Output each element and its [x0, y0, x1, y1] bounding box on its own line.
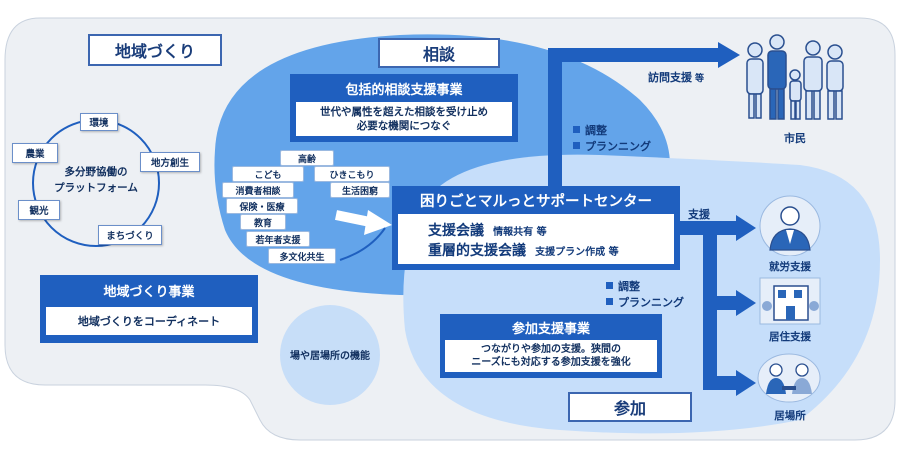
curve-arrow [339, 227, 386, 261]
tag-elderly: 高齢 [280, 150, 334, 166]
destination-housing: 居住支援 [769, 331, 811, 343]
tag-multicultural: 多文化共生 [268, 248, 336, 264]
arrowhead-visit [718, 42, 740, 68]
consult-project-desc: 世代や属性を超えた相談を受け止め 必要な機関につなぐ [296, 102, 512, 136]
support-center-title: 困りごとマルっとサポートセンター [392, 188, 680, 212]
tag-hikikomori: ひきこもり [314, 166, 390, 182]
meeting-2-note: 支援プラン作成 等 [535, 247, 619, 258]
meeting-2-name: 重層的支援会議 [428, 243, 526, 259]
tag-consumer: 消費者相談 [222, 182, 294, 198]
meeting-1-name: 支援会議 [428, 223, 484, 239]
citizens-label: 市民 [784, 132, 806, 145]
tag-youth: 若年者支援 [246, 231, 310, 247]
participation-project-desc: つながりや参加の支援。狭間の ニーズにも対応する参加支援を強化 [445, 340, 657, 372]
coordination-bottom-1: 調整 [606, 278, 640, 294]
destination-employment: 就労支援 [769, 261, 811, 273]
community-project-title: 地域づくり事業 [40, 279, 258, 301]
tag-poverty: 生活困窮 [330, 182, 390, 198]
consult-title: 相談 [378, 38, 500, 68]
support-center-body: 支援会議 情報共有 等 重層的支援会議 支援プラン作成 等 [398, 214, 674, 264]
arrowhead-support-3 [736, 370, 756, 396]
meeting-1: 支援会議 情報共有 等 [428, 220, 547, 240]
community-project-desc: 地域づくりをコーディネート [46, 307, 252, 335]
tag-education: 教育 [240, 214, 286, 230]
coordination-bottom-2: プランニング [606, 294, 684, 310]
platform-node-regional: 地方創生 [140, 152, 200, 172]
platform-node-agriculture: 農業 [12, 143, 58, 163]
platform-node-environment: 環境 [80, 113, 118, 131]
employment-illustration [759, 195, 821, 256]
housing-illustration [759, 277, 821, 325]
citizens-illustration [746, 34, 844, 120]
arrow-tags-to-center [334, 210, 372, 227]
arrow-center-up [548, 48, 720, 190]
consult-project-title: 包括的相談支援事業 [290, 77, 518, 99]
participation-title: 参加 [568, 392, 692, 422]
place-illustration [757, 353, 821, 403]
tag-medical: 保険・医療 [226, 198, 298, 214]
meeting-1-note: 情報共有 等 [493, 227, 547, 238]
destination-place: 居場所 [774, 410, 806, 422]
platform-node-tourism: 観光 [18, 200, 60, 220]
arrowhead-support-1 [736, 215, 756, 241]
coordination-top-2: プランニング [573, 138, 651, 154]
platform-label: 多分野協働の プラットフォーム [54, 166, 138, 194]
visit-support-label: 訪問支援等 [648, 71, 705, 84]
community-title: 地域づくり [88, 34, 222, 66]
participation-project-title: 参加支援事業 [440, 316, 662, 338]
consult-project: 包括的相談支援事業 世代や属性を超えた相談を受け止め 必要な機関につなぐ [290, 74, 518, 142]
meeting-2: 重層的支援会議 支援プラン作成 等 [428, 240, 619, 260]
community-project: 地域づくり事業 地域づくりをコーディネート [40, 275, 258, 343]
arrowhead-tags [364, 210, 392, 235]
tag-children: こども [232, 166, 304, 182]
support-label: 支援 [688, 208, 710, 221]
coordination-top-1: 調整 [573, 122, 607, 138]
support-center: 困りごとマルっとサポートセンター 支援会議 情報共有 等 重層的支援会議 支援プ… [392, 186, 680, 270]
platform-node-town: まちづくり [98, 225, 162, 245]
arrowhead-support-2 [736, 290, 756, 316]
participation-project: 参加支援事業 つながりや参加の支援。狭間の ニーズにも対応する参加支援を強化 [440, 314, 662, 378]
place-function-label: 場や居場所の機能 [290, 351, 370, 362]
place-function-circle [280, 305, 380, 405]
